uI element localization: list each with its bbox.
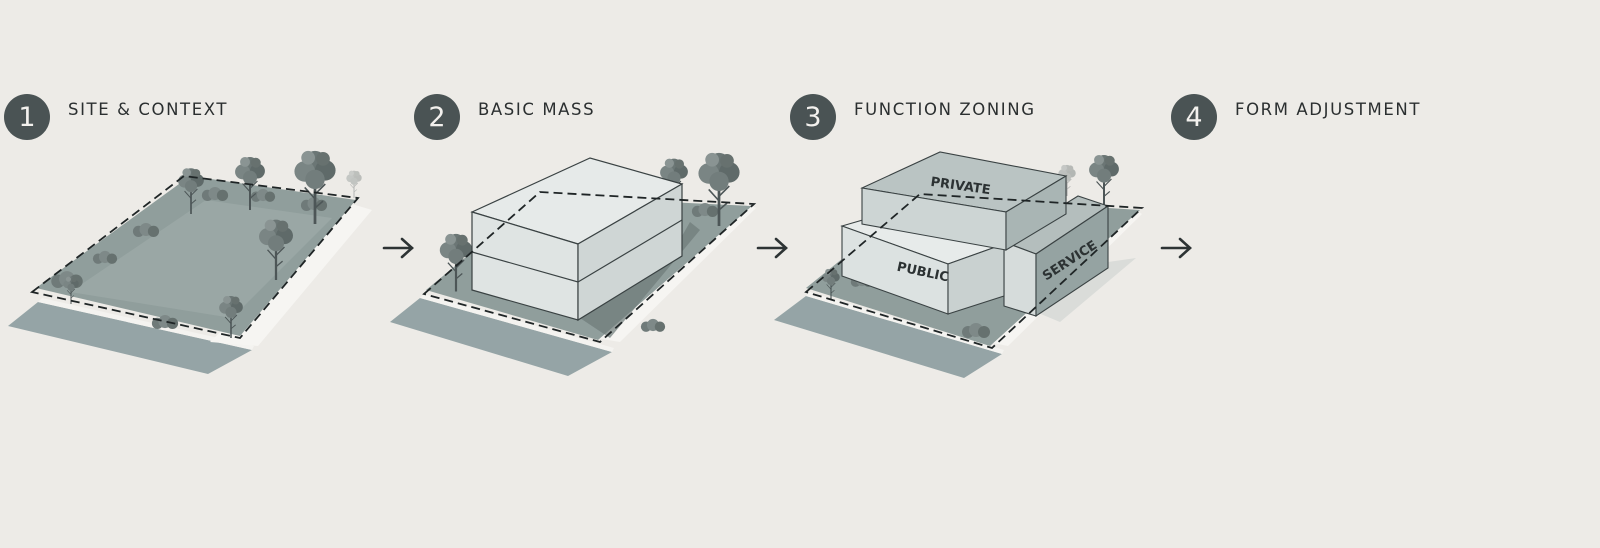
site-boundary	[29, 175, 360, 339]
step-title: FUNCTION ZONING	[854, 99, 1036, 119]
step-title: FORM ADJUSTMENT	[1235, 99, 1421, 119]
step-number-badge: 2	[414, 94, 460, 140]
floor-line	[471, 219, 683, 283]
step-3-header: 3 FUNCTION ZONING	[790, 94, 1036, 140]
step-4-header: 4 FORM ADJUSTMENT	[1171, 94, 1421, 140]
private-block-side	[1005, 175, 1067, 251]
road	[8, 302, 252, 374]
step-title: BASIC MASS	[478, 99, 596, 119]
site-boundary	[422, 191, 757, 343]
step-title: SITE & CONTEXT	[68, 99, 229, 119]
service-block-front	[1003, 241, 1037, 317]
step-2-header: 2 BASIC MASS	[414, 94, 595, 140]
public-block-side	[947, 243, 1005, 315]
step-number-badge: 4	[1171, 94, 1217, 140]
service-block-side	[1035, 204, 1109, 318]
basic-mass-illustration	[390, 151, 757, 376]
step-number-badge: 3	[790, 94, 836, 140]
step-number-badge: 1	[4, 94, 50, 140]
function-zoning-illustration: PRIVATE PUBLIC SERVICE	[774, 151, 1145, 378]
arrow-right-icon	[756, 237, 788, 259]
mass-side	[577, 182, 683, 322]
arrow-right-icon	[382, 237, 414, 259]
road	[774, 296, 1002, 378]
building-shadow	[1036, 258, 1136, 322]
step-1-header: 1 SITE & CONTEXT	[4, 94, 228, 140]
road	[390, 298, 612, 376]
sidewalk	[420, 294, 614, 352]
arrow-right-icon	[1160, 237, 1192, 259]
site-boundary	[804, 193, 1145, 350]
sidewalk	[38, 298, 254, 350]
site-context-illustration	[8, 149, 372, 374]
